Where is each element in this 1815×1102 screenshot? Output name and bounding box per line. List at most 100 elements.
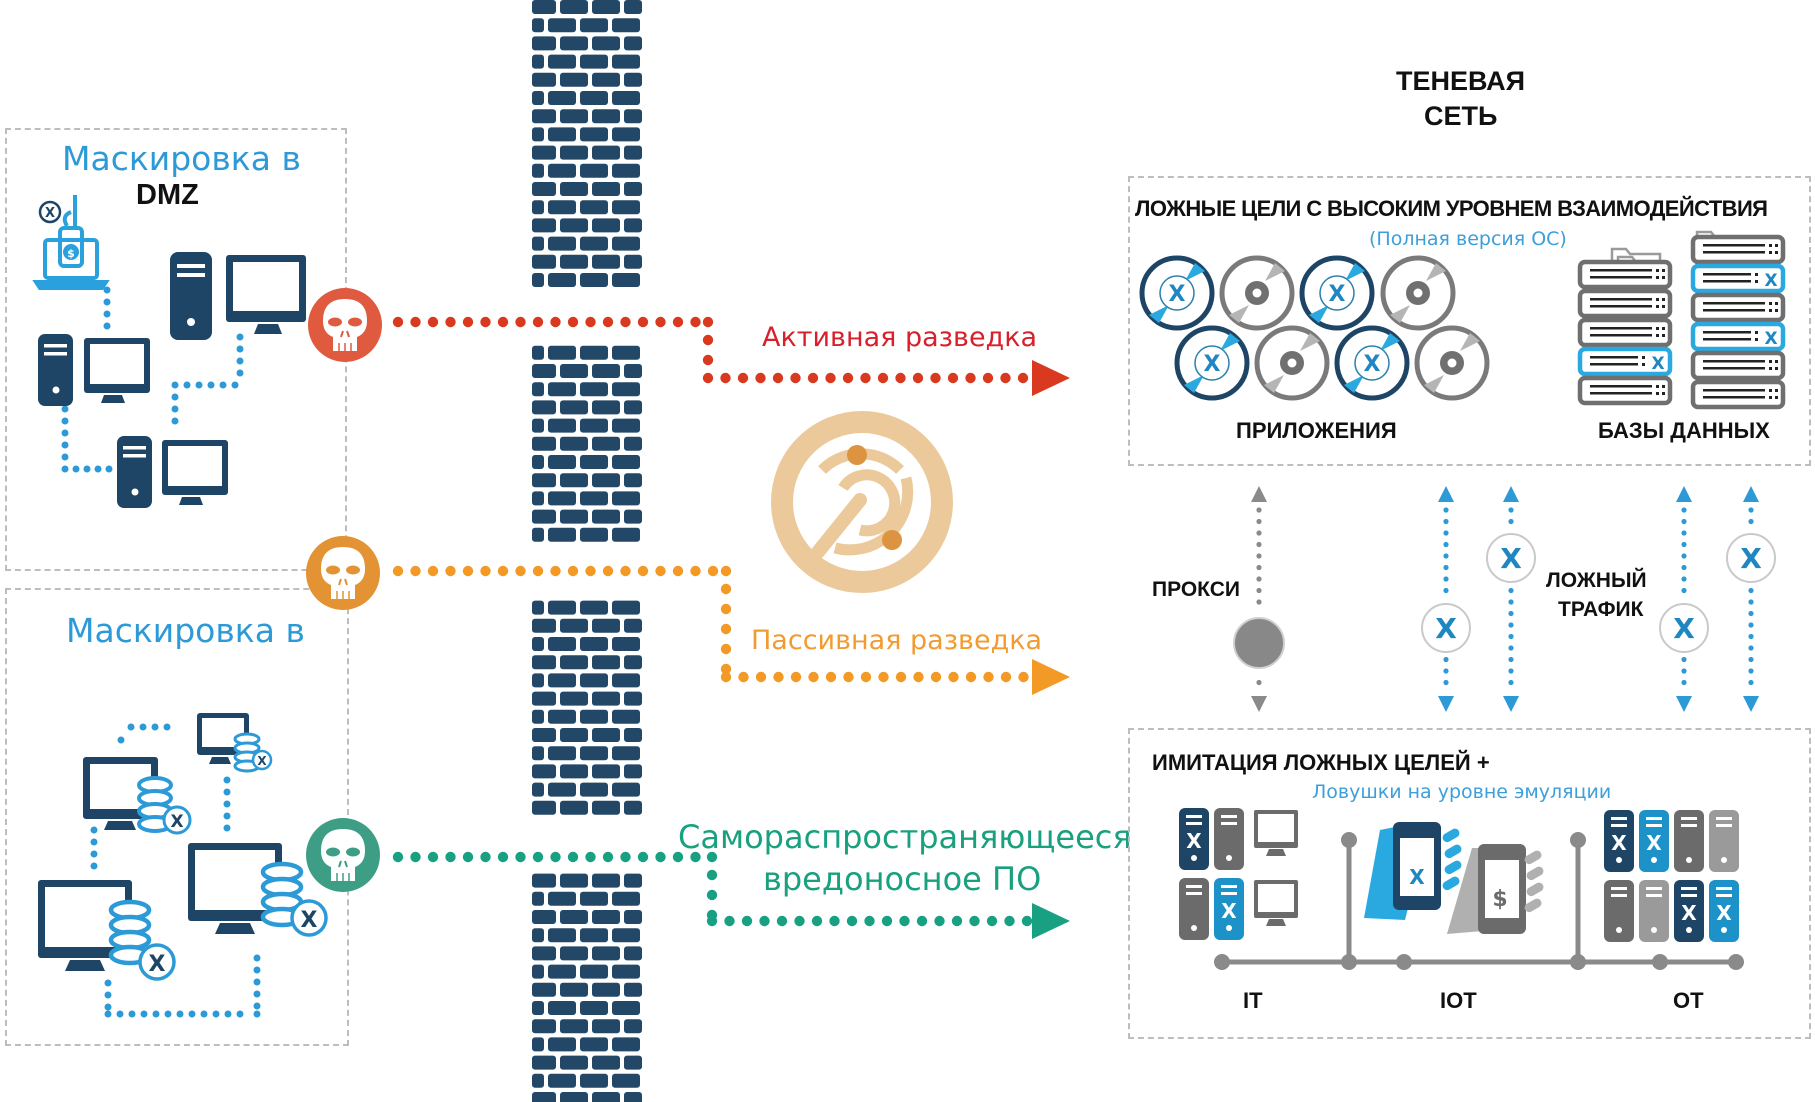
wall-brick [612, 782, 640, 797]
internal-connector-dots [90, 723, 261, 1018]
dmz-panel-subtitle: DMZ [136, 179, 199, 211]
internal-panel-title: Маскировка в [66, 611, 305, 650]
phishing-laptop-icon: $ X [32, 195, 110, 290]
tower-icon [1179, 878, 1209, 940]
svg-text:X: X [1646, 831, 1662, 855]
flow-dot [1021, 915, 1033, 927]
wall-brick [548, 273, 576, 287]
flow-dot [948, 671, 959, 683]
flow-dot [497, 316, 509, 328]
db-server-icon [1577, 288, 1673, 319]
flow-dot [702, 354, 714, 366]
svg-text:X: X [1673, 612, 1695, 645]
flow-dot [567, 851, 579, 863]
db-server-icon [1690, 379, 1786, 410]
wall-brick [532, 527, 544, 542]
flow-dot [585, 316, 596, 328]
wall-brick [612, 891, 640, 906]
arrow-down-icon [1503, 696, 1519, 712]
flow-dot [986, 915, 998, 927]
flow-dot [759, 915, 770, 927]
wall-brick [548, 782, 576, 797]
wall-brick [624, 1019, 642, 1034]
app-disc-icon [1414, 325, 1490, 401]
wall-brick [592, 618, 620, 633]
wall-brick [532, 455, 544, 469]
flow-dot [392, 851, 404, 863]
decoy-app-disc-icon: X [1139, 255, 1215, 331]
flow-dot [706, 915, 718, 927]
wall-brick [624, 1092, 642, 1102]
wall-brick [560, 0, 588, 14]
bus-node [1570, 954, 1586, 970]
flow-dot [602, 316, 614, 328]
wall-brick [592, 982, 620, 997]
wall-brick [580, 236, 608, 251]
arrow-up-icon [1438, 486, 1454, 502]
decoy-app-disc-icon: X [1334, 325, 1410, 401]
wall-brick [580, 91, 608, 105]
svg-text:X: X [1221, 899, 1237, 923]
wall-brick [580, 491, 608, 506]
wall-brick [532, 473, 556, 488]
wall-brick [612, 91, 640, 105]
wall-brick [532, 1037, 544, 1052]
internal-panel [5, 588, 349, 1046]
wall-brick [592, 182, 620, 196]
wall-brick [548, 236, 576, 251]
flow-dot [445, 565, 456, 577]
flow-dot [690, 851, 701, 863]
wall-brick [624, 509, 642, 524]
svg-text:X: X [45, 206, 55, 221]
flow-dot [445, 316, 456, 328]
high-interaction-subtitle: (Полная версия ОС) [1369, 228, 1567, 250]
flow-dot [724, 915, 735, 927]
wall-brick [592, 436, 620, 451]
wall-brick [532, 127, 544, 142]
wall-brick [580, 637, 608, 651]
flow-dot [930, 671, 942, 683]
wall-brick [580, 127, 608, 142]
wall-brick [532, 600, 544, 615]
fake-traffic-connector: X [1659, 486, 1709, 712]
wall-brick [592, 509, 620, 524]
wall-brick [624, 254, 642, 269]
flow-dot [720, 583, 732, 595]
db-server-icon [1690, 292, 1786, 323]
flow-dot [794, 915, 805, 927]
svg-text:X: X [170, 812, 183, 832]
flow-dot [899, 915, 910, 927]
wall-brick [592, 109, 620, 124]
flow-dot [585, 851, 596, 863]
wall-brick [560, 1055, 588, 1070]
wall-brick [532, 673, 544, 688]
wall-brick [592, 1055, 620, 1070]
flow-dot [934, 915, 945, 927]
wall-brick [532, 637, 544, 651]
flow-dot [738, 671, 749, 683]
flow-dot [846, 915, 858, 927]
decoy-app-disc-icon: X [1174, 325, 1250, 401]
db-server-icon [1577, 259, 1673, 290]
flow-dot [790, 372, 801, 384]
wall-brick [592, 910, 620, 924]
wall-brick [548, 418, 576, 433]
malware-label-line1: Самораспространяющееся [678, 818, 1132, 856]
svg-text:X: X [1500, 542, 1522, 575]
flow-dot [707, 565, 719, 577]
wall-brick [560, 1092, 588, 1102]
wall-brick [548, 746, 576, 761]
wall-brick [624, 800, 642, 815]
wall-brick [580, 709, 608, 724]
network-bus [1214, 832, 1744, 970]
wall-brick [560, 946, 588, 961]
flow-dot [567, 565, 579, 577]
app-disc-icon [1254, 325, 1330, 401]
flow-dot [965, 372, 976, 384]
wall-brick [580, 455, 608, 469]
arrow-down-icon [1251, 696, 1267, 712]
arrow-down-icon [1676, 696, 1692, 712]
flow-dot [427, 851, 439, 863]
